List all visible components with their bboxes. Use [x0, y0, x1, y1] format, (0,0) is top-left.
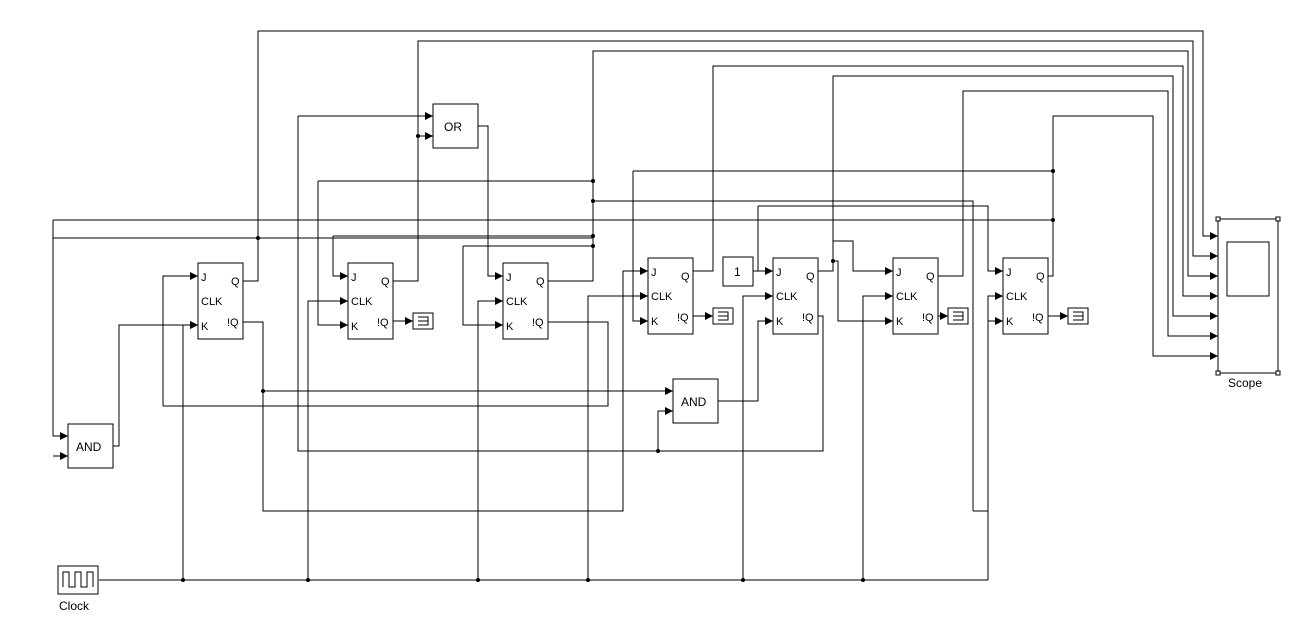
- and-gate-left-label: AND: [76, 440, 102, 454]
- ff3-j-port: J: [506, 272, 512, 284]
- ff5-clk-port: CLK: [776, 291, 798, 303]
- scope-block[interactable]: Scope: [1215, 216, 1281, 390]
- terminator-icon[interactable]: [947, 307, 969, 325]
- ff3-k-port: K: [506, 321, 514, 333]
- ff5-q-port: Q: [806, 271, 815, 283]
- clock-block[interactable]: Clock: [57, 565, 99, 613]
- ff1-j-port: J: [201, 272, 207, 284]
- ff5-iq-port: !Q: [802, 312, 814, 324]
- ff6-clk-port: CLK: [896, 291, 918, 303]
- and-gate-left[interactable]: AND: [67, 423, 114, 469]
- jk-flipflop-6[interactable]: J CLK K Q !Q: [892, 257, 939, 335]
- jk-flipflop-5[interactable]: J CLK K Q !Q: [772, 257, 819, 335]
- ff6-k-port: K: [896, 316, 904, 328]
- ff7-j-port: J: [1006, 267, 1012, 279]
- terminator-icon[interactable]: [1067, 307, 1089, 325]
- ff6-j-port: J: [896, 267, 902, 279]
- scope-caption: Scope: [1228, 376, 1262, 390]
- jk-flipflop-2[interactable]: J CLK K Q !Q: [347, 262, 394, 340]
- ff5-j-port: J: [776, 267, 782, 279]
- ff2-iq-port: !Q: [377, 317, 389, 329]
- ff7-k-port: K: [1006, 316, 1014, 328]
- ff3-clk-port: CLK: [506, 296, 528, 308]
- ff6-q-port: Q: [926, 271, 935, 283]
- ff3-iq-port: !Q: [532, 317, 544, 329]
- ff4-clk-port: CLK: [651, 291, 673, 303]
- ff6-iq-port: !Q: [922, 312, 934, 324]
- clock-caption: Clock: [59, 599, 90, 613]
- ff4-iq-port: !Q: [677, 312, 689, 324]
- ff1-q-port: Q: [231, 276, 240, 288]
- ff2-k-port: K: [351, 321, 359, 333]
- ff7-clk-port: CLK: [1006, 291, 1028, 303]
- constant-value: 1: [734, 265, 741, 279]
- jk-flipflop-3[interactable]: J CLK K Q !Q: [502, 262, 549, 340]
- scope-screen-icon: [1226, 241, 1270, 297]
- jk-flipflop-1[interactable]: J CLK K Q !Q: [197, 262, 244, 340]
- pulse-wave-icon: [62, 571, 94, 588]
- terminator-icon[interactable]: [412, 312, 434, 330]
- ff5-k-port: K: [776, 316, 784, 328]
- ff1-clk-port: CLK: [201, 296, 223, 308]
- ff1-iq-port: !Q: [227, 317, 239, 329]
- jk-flipflop-4[interactable]: J CLK K Q !Q: [647, 257, 694, 335]
- signal-wires: [52, 30, 1218, 581]
- ff7-iq-port: !Q: [1032, 312, 1044, 324]
- terminator-icon[interactable]: [712, 307, 734, 325]
- jk-flipflop-7[interactable]: J CLK K Q !Q: [1002, 257, 1049, 335]
- ff4-q-port: Q: [681, 271, 690, 283]
- ff2-clk-port: CLK: [351, 296, 373, 308]
- and-gate-mid[interactable]: AND: [672, 378, 719, 424]
- ff4-j-port: J: [651, 267, 657, 279]
- ff3-q-port: Q: [536, 276, 545, 288]
- ff2-q-port: Q: [381, 276, 390, 288]
- or-gate-label: OR: [444, 120, 462, 134]
- ff7-q-port: Q: [1036, 271, 1045, 283]
- ff1-k-port: K: [201, 321, 209, 333]
- ff2-j-port: J: [351, 272, 357, 284]
- constant-block[interactable]: 1: [722, 256, 754, 287]
- ff4-k-port: K: [651, 316, 659, 328]
- or-gate[interactable]: OR: [432, 103, 479, 149]
- and-gate-mid-label: AND: [681, 395, 707, 409]
- junction-dots: [181, 134, 1055, 582]
